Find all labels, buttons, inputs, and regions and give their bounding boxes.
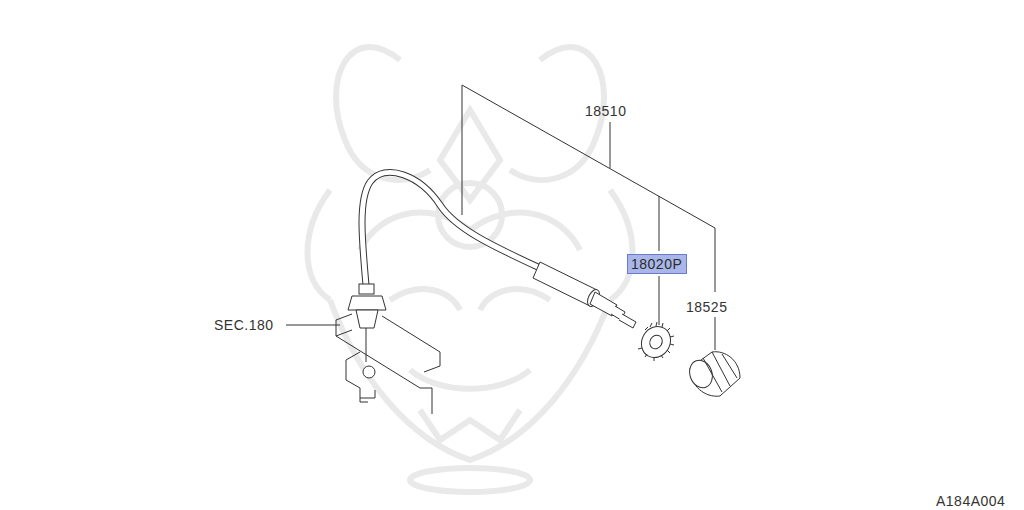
highlighted-part-number: 18020P <box>627 254 687 274</box>
speedometer-cable <box>362 172 636 328</box>
cable-knob <box>686 352 740 396</box>
pinion-gear <box>636 321 676 363</box>
watermark-mask <box>308 47 633 492</box>
part-number: 18020P <box>631 256 683 272</box>
leader-lines <box>286 85 715 350</box>
callout-number: 18525 <box>686 299 727 315</box>
diagram-code: A184A004 <box>936 493 1005 509</box>
section-reference: SEC.180 <box>214 317 274 333</box>
bracket-plate <box>336 314 440 414</box>
callout-number: 18510 <box>585 103 626 119</box>
